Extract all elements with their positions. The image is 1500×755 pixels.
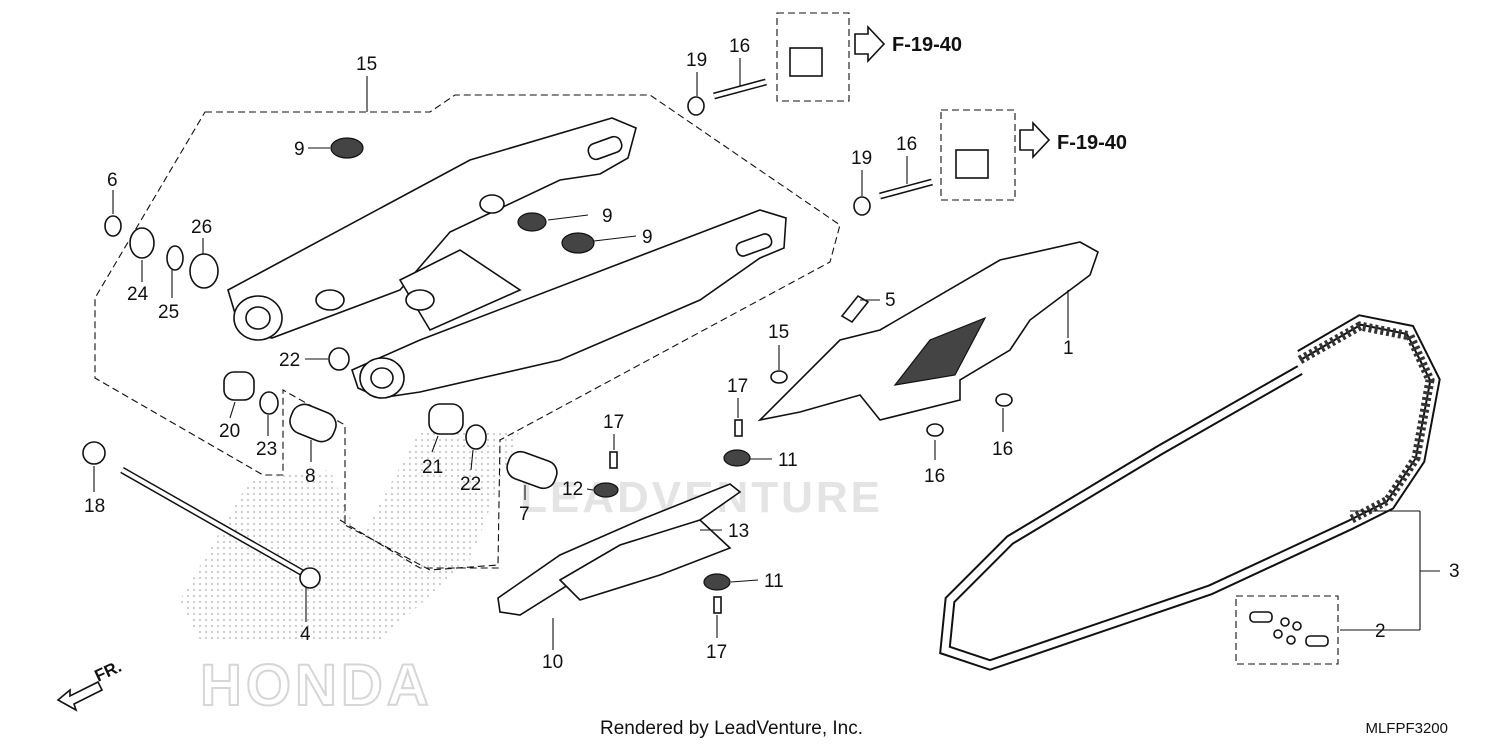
front-marker-label: FR. [92, 657, 125, 686]
washer-12[interactable] [593, 482, 619, 498]
grommet-9b[interactable] [517, 212, 547, 232]
callout-9c: 9 [642, 227, 653, 248]
callout-9a: 9 [294, 139, 305, 160]
callout-11a: 11 [778, 450, 798, 471]
callouts: 15 9 9 9 6 26 24 25 22 20 23 8 21 22 7 1… [84, 36, 1460, 673]
callout-6: 6 [107, 170, 118, 191]
master-link-box [1235, 595, 1339, 665]
callout-23: 23 [256, 439, 277, 460]
adjuster-block-b[interactable] [955, 149, 989, 179]
front-direction-arrow-icon [56, 680, 104, 712]
adjuster-bolt-16b[interactable] [879, 178, 933, 200]
callout-17c: 17 [706, 642, 727, 663]
dust-seal-24[interactable] [129, 227, 155, 259]
bolt-17c[interactable] [713, 596, 722, 614]
rear-inset-outline [339, 519, 500, 569]
callout-13: 13 [728, 521, 749, 542]
slider-plate-13[interactable] [558, 519, 732, 601]
callout-15b: 16 [924, 466, 945, 487]
nut-19b[interactable] [853, 196, 871, 216]
circlip-25[interactable] [166, 245, 184, 271]
callout-3: 3 [1449, 561, 1460, 582]
dust-seal-6[interactable] [104, 215, 122, 237]
adjuster-box-b [940, 109, 1016, 201]
callout-17b: 17 [727, 376, 748, 397]
arrow-ref-b [1019, 120, 1051, 160]
callout-20: 20 [219, 421, 240, 442]
callout-18: 18 [84, 496, 105, 517]
collar-8[interactable] [286, 400, 340, 445]
grommet-9a[interactable] [330, 137, 364, 159]
bolt-15a[interactable] [770, 370, 788, 384]
nut-19a[interactable] [687, 96, 705, 116]
bearing-20[interactable] [223, 371, 255, 401]
credit-text: Rendered by LeadVenture, Inc. [600, 718, 864, 739]
adjuster-block-a[interactable] [789, 47, 823, 77]
callout-8: 8 [305, 466, 316, 487]
callout-16a: 16 [729, 36, 750, 57]
collar-7[interactable] [504, 448, 561, 491]
washer-11a[interactable] [723, 449, 751, 467]
callout-25: 25 [158, 302, 179, 323]
bearing-26[interactable] [189, 253, 219, 289]
leader-lines [93, 58, 1440, 650]
callout-15c: 16 [992, 439, 1013, 460]
swingarm-assembly-outline [94, 94, 841, 571]
adjuster-box-a [776, 12, 850, 102]
callout-24: 24 [127, 284, 149, 305]
callout-10: 10 [542, 652, 563, 673]
callout-4: 4 [300, 624, 311, 645]
grommet-9c[interactable] [561, 232, 595, 254]
honda-watermark: HONDA [180, 430, 520, 719]
callout-7: 7 [519, 504, 530, 525]
callout-17a: 17 [603, 412, 624, 433]
callout-19b: 19 [851, 148, 872, 169]
seal-22a[interactable] [328, 347, 350, 371]
bolt-17a[interactable] [609, 451, 618, 469]
callout-11b: 11 [764, 571, 784, 592]
washer-11b[interactable] [703, 573, 731, 591]
callout-19a: 19 [686, 50, 707, 71]
master-link-kit-2[interactable] [1249, 611, 1329, 647]
callout-21: 21 [422, 457, 443, 478]
callout-12: 12 [562, 479, 583, 500]
callout-22b: 22 [460, 474, 481, 495]
callout-1: 1 [1063, 338, 1074, 359]
callout-16b: 16 [896, 134, 917, 155]
honda-watermark-text: HONDA [200, 653, 433, 718]
seal-22b[interactable] [465, 424, 487, 450]
seal-23[interactable] [259, 391, 279, 415]
bolt-15b[interactable] [926, 423, 944, 437]
arrow-ref-a [854, 24, 886, 64]
callout-5: 5 [885, 290, 896, 311]
bearing-21[interactable] [428, 403, 464, 435]
nut-18[interactable] [82, 441, 106, 465]
callout-26: 26 [191, 217, 212, 238]
reference-f-19-40-b[interactable]: F-19-40 [1057, 132, 1127, 154]
drive-chain-3[interactable] [939, 314, 1441, 671]
reference-f-19-40-a[interactable]: F-19-40 [892, 34, 962, 56]
bolt-17b[interactable] [734, 419, 743, 437]
callout-15a: 15 [768, 322, 789, 343]
chain-case-1[interactable] [757, 241, 1099, 422]
callout-9b: 9 [602, 206, 613, 227]
swingarm[interactable] [227, 117, 787, 399]
clip-5[interactable] [840, 294, 870, 324]
pivot-bolt-4[interactable] [120, 466, 321, 589]
bolt-15c[interactable] [995, 393, 1013, 407]
callout-22a: 22 [279, 350, 300, 371]
adjuster-bolt-16a[interactable] [713, 78, 767, 100]
callout-14: 15 [356, 54, 377, 75]
diagram-code: MLFPF3200 [1365, 720, 1448, 737]
callout-2: 2 [1375, 621, 1386, 642]
